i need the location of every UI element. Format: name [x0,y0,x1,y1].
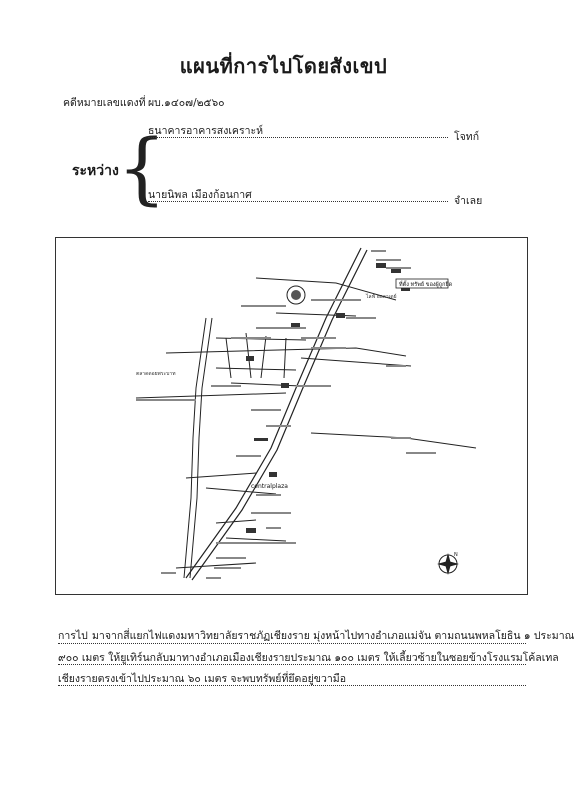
case-number-label: คดีหมายเลขแดงที่ [63,97,146,109]
map-hotel-label: ไลฟ์ ฮอลาเดย์ [365,293,397,300]
defendant-name: นายนิพล เมืองก้อนกาศ [148,189,252,201]
map-property-label: ที่ตั้ง ทรัพย์ ของผู้ถูกยึด [399,280,453,288]
map-drawing: ที่ตั้ง ทรัพย์ ของผู้ถูกยึด ไลฟ์ ฮอลาเดย… [135,247,477,581]
map-figure: ที่ตั้ง ทรัพย์ ของผู้ถูกยึด ไลฟ์ ฮอลาเดย… [55,237,528,595]
directions-dotted-3 [58,685,526,686]
defendant-dotted-line [148,201,448,202]
map-market-label: ตลาดดอยพระบาท [136,371,176,377]
directions-line-1: มาจากสี่แยกไฟแดงมหาวิทยาลัยราชภัฏเชียงรา… [92,630,574,642]
case-number-value: ผบ.๑๔๐๗/๒๕๖๐ [148,97,225,109]
directions-dotted-1 [58,643,526,644]
directions-line-3: เชียงรายตรงเข้าไปประมาณ ๖๐ เมตร จะพบทรัพ… [58,673,346,685]
plaintiff-dotted-line [148,137,448,138]
between-label: ระหว่าง [72,163,119,179]
compass-label: N [454,552,458,558]
map-central-label: centralplaza [251,483,288,490]
compass-icon: N [437,552,459,575]
brace-symbol: { [117,124,167,214]
directions-label: การไป [58,630,88,642]
plaintiff-name: ธนาคารอาคารสงเคราะห์ [148,125,264,137]
plaintiff-role: โจทก์ [454,131,480,143]
page-title: แผนที่การไปโดยสังเขป [179,54,388,78]
directions-line-2: ๙๐๐ เมตร ให้ยูเทิร์นกลับมาทางอำเภอเมืองเ… [58,652,559,664]
defendant-role: จำเลย [454,195,483,207]
directions-dotted-2 [58,664,526,665]
